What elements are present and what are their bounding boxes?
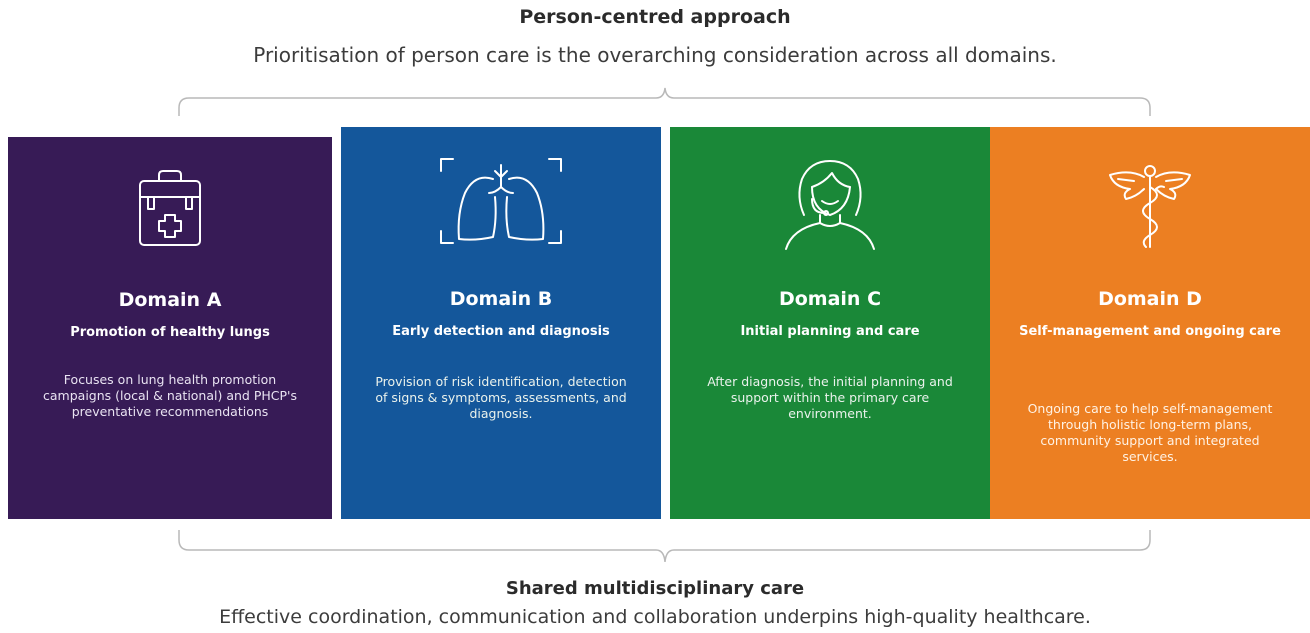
domain-card-d: Domain D Self-management and ongoing car… [990,127,1310,519]
domain-focus: Self-management and ongoing care [1019,324,1281,339]
first-aid-kit-icon [135,161,205,255]
domain-description: After diagnosis, the initial planning an… [707,374,953,421]
domain-focus: Initial planning and care [740,324,920,339]
domain-description: Ongoing care to help self-management thr… [1027,401,1273,464]
domain-description: Focuses on lung health promotion campaig… [43,372,297,419]
domain-name: Domain B [449,288,553,310]
domain-focus: Promotion of healthy lungs [70,325,270,340]
domain-card-b: Domain B Early detection and diagnosis P… [341,127,661,519]
domain-focus: Early detection and diagnosis [392,324,610,339]
lungs-scan-icon [439,157,563,249]
bottom-brace [178,530,1151,563]
support-agent-icon [782,157,878,255]
domain-name: Domain C [778,288,882,310]
approach-title: Person-centred approach [519,6,791,28]
domain-description: Provision of risk identification, detect… [375,374,627,421]
approach-subtitle: Prioritisation of person care is the ove… [253,43,1057,67]
domain-name: Domain D [1098,288,1202,310]
shared-care-title: Shared multidisciplinary care [505,578,805,599]
caduceus-icon [1104,157,1196,253]
shared-care-subtitle: Effective coordination, communication an… [219,606,1091,628]
domain-card-a: Domain A Promotion of healthy lungs Focu… [8,137,332,519]
domain-name: Domain A [118,289,222,311]
domain-card-c: Domain C Initial planning and care After… [670,127,990,519]
